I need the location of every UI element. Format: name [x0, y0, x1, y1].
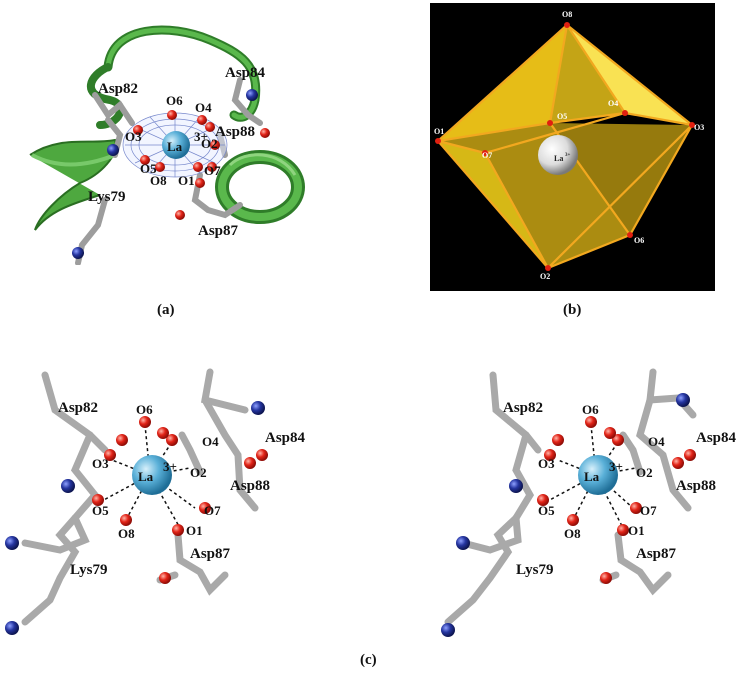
oxygen-label-o5-c-left: O5 [92, 503, 109, 518]
oxygen-label-o1-c-left: O1 [186, 523, 203, 538]
residue-label-asp84: Asp84 [225, 65, 266, 81]
residue-label-asp88: Asp88 [215, 124, 255, 140]
vertex-label-o5: O5 [557, 112, 567, 121]
oxygen-label-o2-c-left: O2 [190, 465, 207, 480]
ion-label-c-right: La [584, 469, 600, 484]
residue-label-asp82-c-right: Asp82 [503, 400, 543, 416]
oxygen-label-o6-c-left: O6 [136, 402, 153, 417]
residue-label-asp84-c-left: Asp84 [265, 430, 306, 446]
vertex-label-o2: O2 [540, 272, 550, 281]
lanthanum-ion-c-left [132, 455, 172, 495]
oxygen-label-o5: O5 [140, 161, 157, 176]
vertex-label-o8: O8 [562, 10, 572, 19]
oxygen-label-o2-c-right: O2 [636, 465, 653, 480]
oxygen-label-o7-c-right: O7 [640, 503, 657, 518]
residue-label-asp88-c-left: Asp88 [230, 478, 270, 494]
residue-label-asp87-c-right: Asp87 [636, 546, 677, 562]
lanthanum-ion-a [162, 131, 190, 159]
oxygen-label-o4-c-left: O4 [202, 434, 219, 449]
oxygen-label-o7-c-left: O7 [204, 503, 221, 518]
panel-b-polyhedron: La 3+ O8 O5 O4 O1 O7 O3 O6 O2 [430, 3, 715, 291]
ion-label-a: La [167, 139, 183, 154]
oxygen-label-o8-c-right: O8 [564, 526, 581, 541]
vertex-label-o7: O7 [482, 151, 492, 160]
lanthanum-ion-c-right [578, 455, 618, 495]
residue-label-asp82-c-left: Asp82 [58, 400, 98, 416]
residue-label-asp82: Asp82 [98, 81, 138, 97]
panel-c-stereo-left: La 3+ Asp82 Asp84 Asp88 Asp87 Lys79 O6 O… [5, 368, 306, 635]
ion-charge-label-c-left: 3+ [163, 459, 177, 474]
residue-label-asp84-c-right: Asp84 [696, 430, 737, 446]
panel-c-stereo-right: La 3+ Asp82 Asp84 Asp88 Asp87 Lys79 O6 O… [441, 368, 737, 637]
residue-label-lys79-c-right: Lys79 [516, 562, 554, 578]
oxygen-label-o4-c-right: O4 [648, 434, 665, 449]
vertex-label-o3: O3 [694, 123, 704, 132]
residue-label-asp88-c-right: Asp88 [676, 478, 716, 494]
ion-label-b: La [554, 154, 563, 163]
residue-label-asp87: Asp87 [198, 223, 239, 239]
oxygen-label-o4: O4 [195, 100, 212, 115]
caption-c: (c) [360, 652, 377, 668]
ion-charge-label-a: 3+ [194, 129, 208, 144]
oxygen-label-o6-c-right: O6 [582, 402, 599, 417]
oxygen-label-o5-c-right: O5 [538, 503, 555, 518]
vertex-label-o1: O1 [434, 127, 444, 136]
vertex-label-o6: O6 [634, 236, 644, 245]
oxygen-label-o3: O3 [125, 129, 142, 144]
oxygen-label-o3-c-left: O3 [92, 456, 109, 471]
ion-charge-label-b: 3+ [565, 153, 571, 158]
lanthanum-ion-b [538, 135, 578, 175]
panel-a-structure: La 3+ Asp82 Asp84 Asp88 Lys79 Asp87 O6 O… [29, 25, 305, 265]
oxygen-label-o6: O6 [166, 93, 183, 108]
residue-label-asp87-c-left: Asp87 [190, 546, 231, 562]
caption-b: (b) [563, 302, 582, 318]
protein-ribbon-left [86, 63, 125, 129]
vertex-label-o4: O4 [608, 99, 618, 108]
oxygen-label-o1: O1 [178, 173, 195, 188]
oxygen-label-o1-c-right: O1 [628, 523, 645, 538]
oxygen-label-o8-c-left: O8 [118, 526, 135, 541]
oxygen-label-o8: O8 [150, 173, 167, 188]
residue-label-lys79-c-left: Lys79 [70, 562, 108, 578]
caption-a: (a) [157, 302, 175, 318]
ion-label-c-left: La [138, 469, 154, 484]
ion-charge-label-c-right: 3+ [609, 459, 623, 474]
oxygen-label-o3-c-right: O3 [538, 456, 555, 471]
oxygen-label-o2: O2 [201, 136, 218, 151]
residue-label-lys79: Lys79 [88, 189, 126, 205]
oxygen-label-o7: O7 [204, 163, 221, 178]
